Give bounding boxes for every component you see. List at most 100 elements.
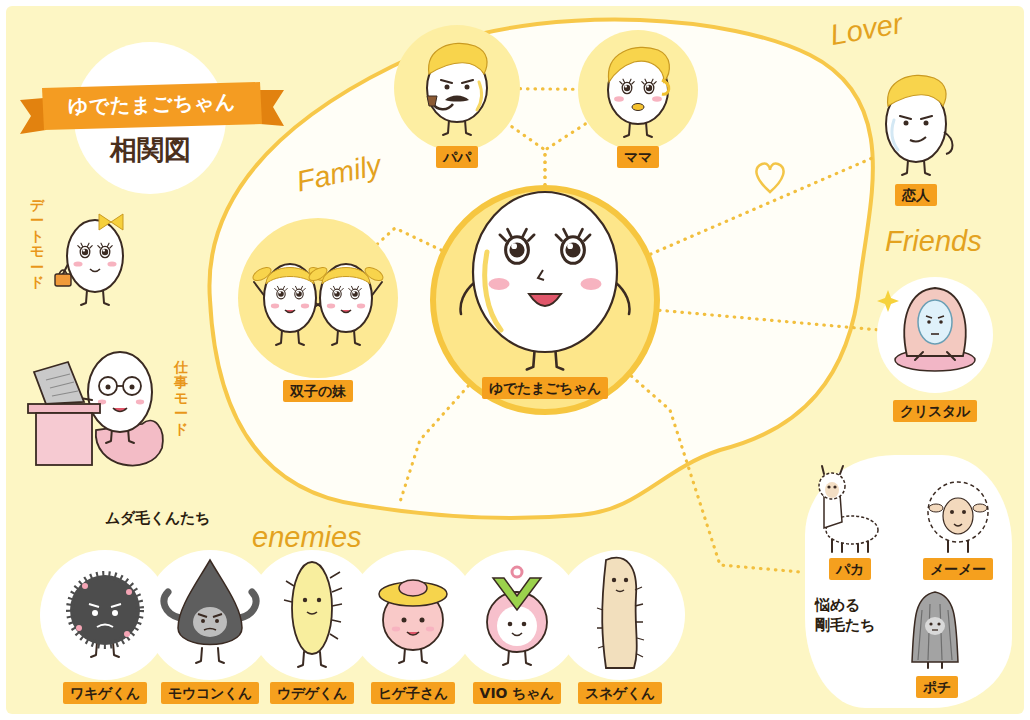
alpaca-figure-part [832,538,868,552]
circle-fill [433,188,657,412]
circle-outline [877,277,993,393]
title-ribbon-part [20,98,46,134]
lover-egg-part [888,75,946,106]
vio-figure-part [503,650,531,665]
crystal-figure-part [926,316,944,318]
alpaca-figure-part [825,482,839,498]
work-mode-egg-part [96,421,163,466]
work-mode-egg-part [80,398,92,400]
papa-egg-part [477,82,481,110]
dotted-connector [520,87,578,91]
name-tag: スネゲくん [578,682,662,704]
dotted-connector [660,310,878,330]
moukon-figure-part [198,614,222,617]
twin-egg-part [322,268,370,285]
group-heading: enemies [252,520,362,554]
date-mode-egg-part [107,261,116,266]
sheep-figure-part [954,524,962,526]
title-sub: 相関図 [110,134,191,166]
vio-figure-part [512,633,522,636]
sheep-figure [928,482,988,552]
vio-figure-part [522,622,527,627]
date-mode-egg-part [59,270,67,274]
lover-egg-part [892,120,898,150]
pochi-figure-part [937,622,940,625]
name-tag: VIO ちゃん [473,682,562,704]
twin-egg-part [357,304,365,309]
twin-egg-part [307,265,329,284]
sparkle-symbol [877,290,899,312]
date-mode-egg-part [55,274,71,286]
twin-egg-part [276,330,304,345]
mama-egg-part [652,96,662,102]
pochi-figure-part [932,629,938,630]
animal-box: メーメー [910,462,1005,582]
mama-egg-part [642,79,656,93]
twin-egg [251,264,329,345]
circle-outline [238,218,398,378]
twin-egg-part [264,264,316,332]
work-mode-egg-part [123,377,141,395]
sunege-figure-part [624,578,628,582]
wakige-figure-part [124,631,130,637]
date-mode-egg-part [81,290,109,305]
work-mode-egg-part [113,408,127,412]
work-mode-egg-part [28,404,100,413]
work-mode-egg-part [36,413,92,465]
moukon-figure-part [201,619,205,623]
main-egg [461,192,630,370]
family-circle: ママ [578,30,698,171]
lover-egg-part [886,86,946,162]
enemy-circle: スネゲくん [555,550,685,708]
moukon-figure-part [164,592,256,618]
udege-figure-part [292,562,332,654]
group-heading: Lover [828,6,905,52]
group-heading: Family [293,147,384,198]
circle-fill [238,218,398,378]
twin-egg-part [285,310,295,313]
papa-egg-part [427,96,437,106]
name-tag: ママ [617,146,659,168]
group-heading: ムダ毛くんたち [105,508,692,528]
pochi-figure-part [918,604,952,660]
circle-fill [555,550,685,680]
date-mode-egg-part [90,269,100,272]
higeko-figure-part [383,590,443,650]
group-heading-wrap: Lover [828,6,905,52]
name-tag: クリスタル [893,400,977,422]
udege-figure-part [298,652,326,667]
mama-egg-part [608,56,668,124]
higeko-figure-part [426,627,434,632]
group-heading: Friends [885,224,982,258]
wakige-figure-part [97,625,113,628]
sheep-figure-part [948,540,968,552]
name-tag: ワキゲくん [63,682,147,704]
work-mode-egg-part [106,428,134,443]
sunege-figure [597,558,644,668]
higeko-figure [379,580,447,663]
date-mode-egg-part [78,243,92,257]
sunege-figure-part [602,558,637,668]
name-tag: メーメー [923,558,993,580]
wakige-figure-part [112,610,118,616]
crystal-figure-part [927,320,931,324]
alpaca-figure-part [833,485,836,488]
udege-figure-part [303,598,307,602]
moukon-figure-part [196,648,224,663]
name-tag: ポチ [916,676,958,698]
alpaca-figure [819,466,878,552]
wakige-figure-part [91,642,119,657]
group-heading-wrap: enemies [252,520,362,554]
pochi-figure-part [925,617,945,635]
mode-note: デートモード [30,198,44,290]
title-wrap: ゆでたまごちゃん [44,88,261,120]
family-circle: 双子の妹 [238,218,398,404]
twin-egg-part [266,268,314,285]
mode-note-wrap: 仕事モード [174,360,188,437]
name-tag: 双子の妹 [283,380,353,402]
alpaca-figure-part [824,494,842,528]
sheep-figure-part [928,482,988,542]
name-tag: ウデゲくん [270,682,354,704]
mama-egg-part [614,96,624,102]
date-mode-egg-part [63,262,69,274]
